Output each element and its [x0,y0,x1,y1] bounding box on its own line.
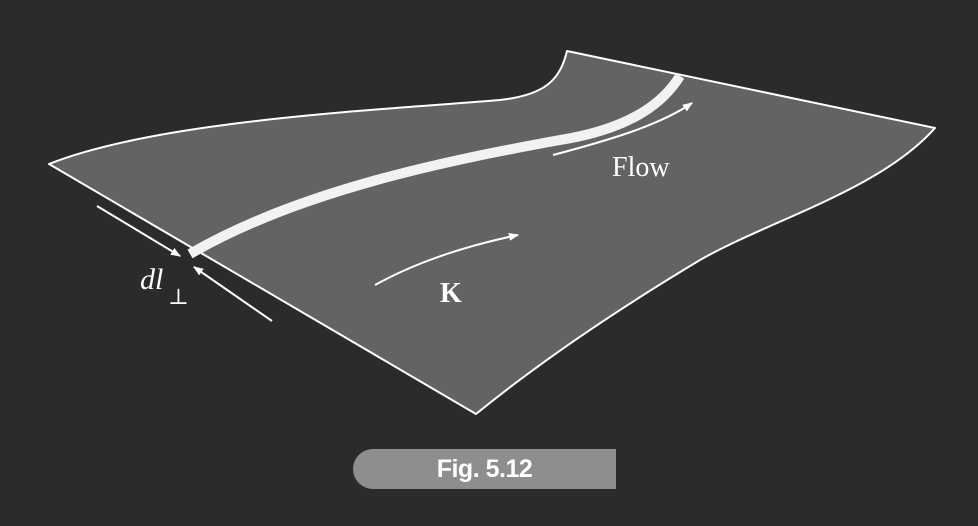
figure-caption: Fig. 5.12 [353,449,616,489]
flow-label: Flow [612,152,670,183]
conducting-sheet [48,50,936,415]
flow-arrow [552,102,693,156]
dl-lower-arrow [193,266,273,322]
k-arrow [374,232,519,286]
dl-upper-arrow [96,205,181,257]
current-stripe [187,73,685,259]
dl-label: dl [140,263,163,296]
k-label: K [440,278,462,309]
dl-subscript: ⊥ [168,285,189,310]
